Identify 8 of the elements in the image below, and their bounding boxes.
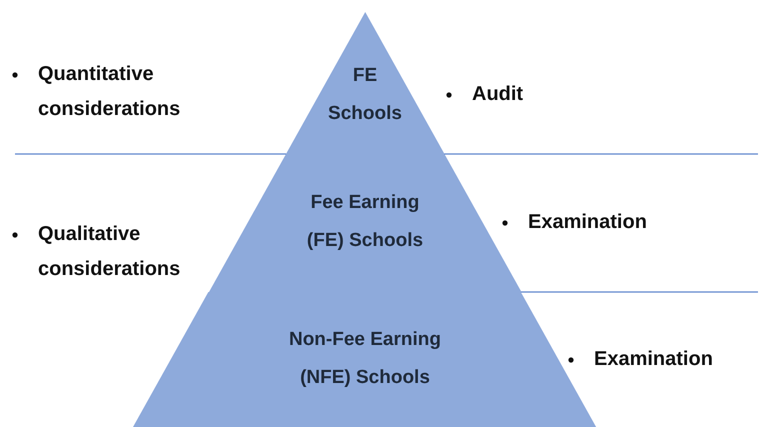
layer-label: FE Schools xyxy=(327,64,403,126)
side-note: Examination xyxy=(594,347,714,372)
layer-label: Non-Fee Earning (NFE) Schools xyxy=(288,328,442,390)
layer-label: Fee Earning (FE) Schools xyxy=(306,191,424,253)
side-note: Qualitative considerations xyxy=(38,222,182,282)
side-note: Examination xyxy=(528,210,648,235)
side-note: Audit xyxy=(472,82,524,107)
side-note: Quantitative considerations xyxy=(38,62,182,122)
